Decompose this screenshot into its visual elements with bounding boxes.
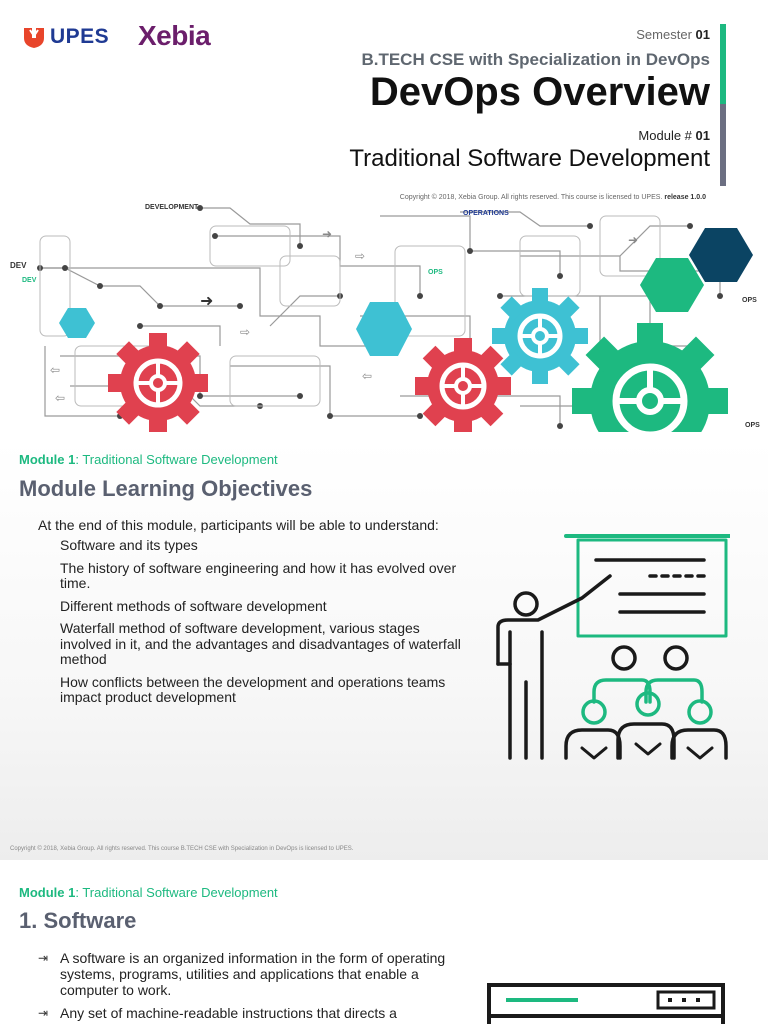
banner-arrows: ➜ ➜ ➜ ⇨ ⇨ ⇦ ⇦ ⇦	[50, 227, 638, 405]
objectives-lead: At the end of this module, participants …	[38, 517, 439, 533]
module-number: Module # 01	[638, 128, 710, 143]
list-item: Software and its types	[38, 537, 468, 554]
svg-text:➜: ➜	[322, 227, 332, 241]
circuit-boxes	[39, 215, 661, 407]
ops-label-3: OPS	[745, 422, 760, 429]
accent-bar-green	[720, 24, 726, 104]
xebia-logo: Xebia	[138, 20, 211, 51]
semester-text: Semester	[636, 27, 692, 42]
objective-text: How conflicts between the development an…	[60, 673, 446, 705]
section-heading: Module Learning Objectives	[19, 476, 313, 501]
objective-text: Different methods of software developmen…	[60, 597, 327, 614]
ops-label-1: OPS	[428, 269, 443, 276]
accent-bar-gray	[720, 104, 726, 186]
slide-copyright: Copyright © 2018, Xebia Group. All right…	[10, 846, 354, 852]
development-label: DEVELOPMENT	[145, 204, 199, 211]
list-item: The history of software engineering and …	[38, 559, 468, 592]
point-text: Any set of machine-readable instructions…	[60, 1005, 397, 1021]
red-gear-icon	[108, 333, 208, 433]
header-copyright-text: Copyright © 2018, Xebia Group. All right…	[399, 194, 663, 201]
dev-label-2: DEV	[22, 277, 37, 284]
objectives-list: Software and its types The history of so…	[38, 537, 468, 713]
module-breadcrumb: Module 1: Traditional Software Developme…	[19, 452, 278, 467]
svg-text:➜: ➜	[200, 293, 213, 310]
svg-text:⇦: ⇦	[362, 369, 372, 383]
list-item: ⇥ Any set of machine-readable instruction…	[38, 1005, 448, 1021]
teal-hexagon-medium	[356, 302, 412, 356]
objective-text: Software and its types	[60, 537, 198, 553]
server-icon	[487, 983, 725, 1024]
svg-text:⇦: ⇦	[55, 391, 65, 405]
list-item: Waterfall method of software development…	[38, 620, 468, 668]
green-gear-icon	[572, 323, 728, 434]
course-title: DevOps Overview	[369, 70, 710, 114]
dev-label-1: DEV	[10, 261, 27, 270]
svg-text:➜: ➜	[628, 233, 638, 247]
release-version: release 1.0.0	[664, 194, 706, 201]
module-subtitle: Traditional Software Development	[349, 145, 710, 172]
svg-text:⇦: ⇦	[50, 363, 60, 377]
semester-value: 01	[695, 27, 710, 42]
teal-hexagon-small	[59, 308, 95, 338]
module-name: : Traditional Software Development	[75, 885, 278, 900]
module-prefix: Module 1	[19, 452, 76, 467]
semester-label: Semester 01	[636, 27, 710, 42]
svg-text:⇨: ⇨	[355, 249, 365, 263]
objective-text: Waterfall method of software development…	[60, 620, 461, 667]
list-item: Different methods of software developmen…	[38, 597, 468, 615]
list-item: How conflicts between the development an…	[38, 673, 468, 706]
upes-logo-text: UPES	[50, 25, 110, 48]
objective-text: The history of software engineering and …	[60, 559, 457, 591]
upes-shield-icon	[24, 28, 44, 48]
module-label: Module #	[638, 128, 692, 143]
arrow-bullet-icon: ⇥	[38, 951, 49, 965]
svg-text:⇨: ⇨	[240, 325, 250, 339]
devops-banner-illustration: ➜ ➜ ➜ ⇨ ⇨ ⇦ ⇦ ⇦ DEVELOPMENT OPERATIONS DEV DE…	[0, 204, 768, 434]
circuit-nodes	[37, 205, 723, 429]
red-gear-icon-2	[415, 338, 511, 434]
upes-logo: UPES	[24, 25, 109, 49]
slide-background	[0, 440, 768, 860]
module-prefix: Module 1	[19, 885, 76, 900]
program-name: B.TECH CSE with Specialization in DevOps	[361, 50, 710, 69]
header-copyright: Copyright © 2018, Xebia Group. All right…	[400, 194, 706, 201]
module-value: 01	[695, 128, 710, 143]
software-points-list: ⇥ A software is an organized information …	[38, 950, 448, 1028]
presentation-teacher-icon	[496, 534, 730, 760]
arrow-bullet-icon: ⇥	[38, 1006, 49, 1020]
software-heading: 1. Software	[19, 908, 137, 933]
module-name: : Traditional Software Development	[75, 452, 278, 467]
operations-label: OPERATIONS	[463, 210, 509, 217]
module-breadcrumb-2: Module 1: Traditional Software Developme…	[19, 885, 278, 900]
point-text: A software is an organized information i…	[60, 950, 446, 998]
navy-hexagon	[689, 228, 753, 282]
teal-gear-icon	[492, 288, 588, 384]
green-hexagon	[640, 258, 704, 312]
ops-label-2: OPS	[742, 297, 757, 304]
list-item: ⇥ A software is an organized information …	[38, 950, 448, 998]
